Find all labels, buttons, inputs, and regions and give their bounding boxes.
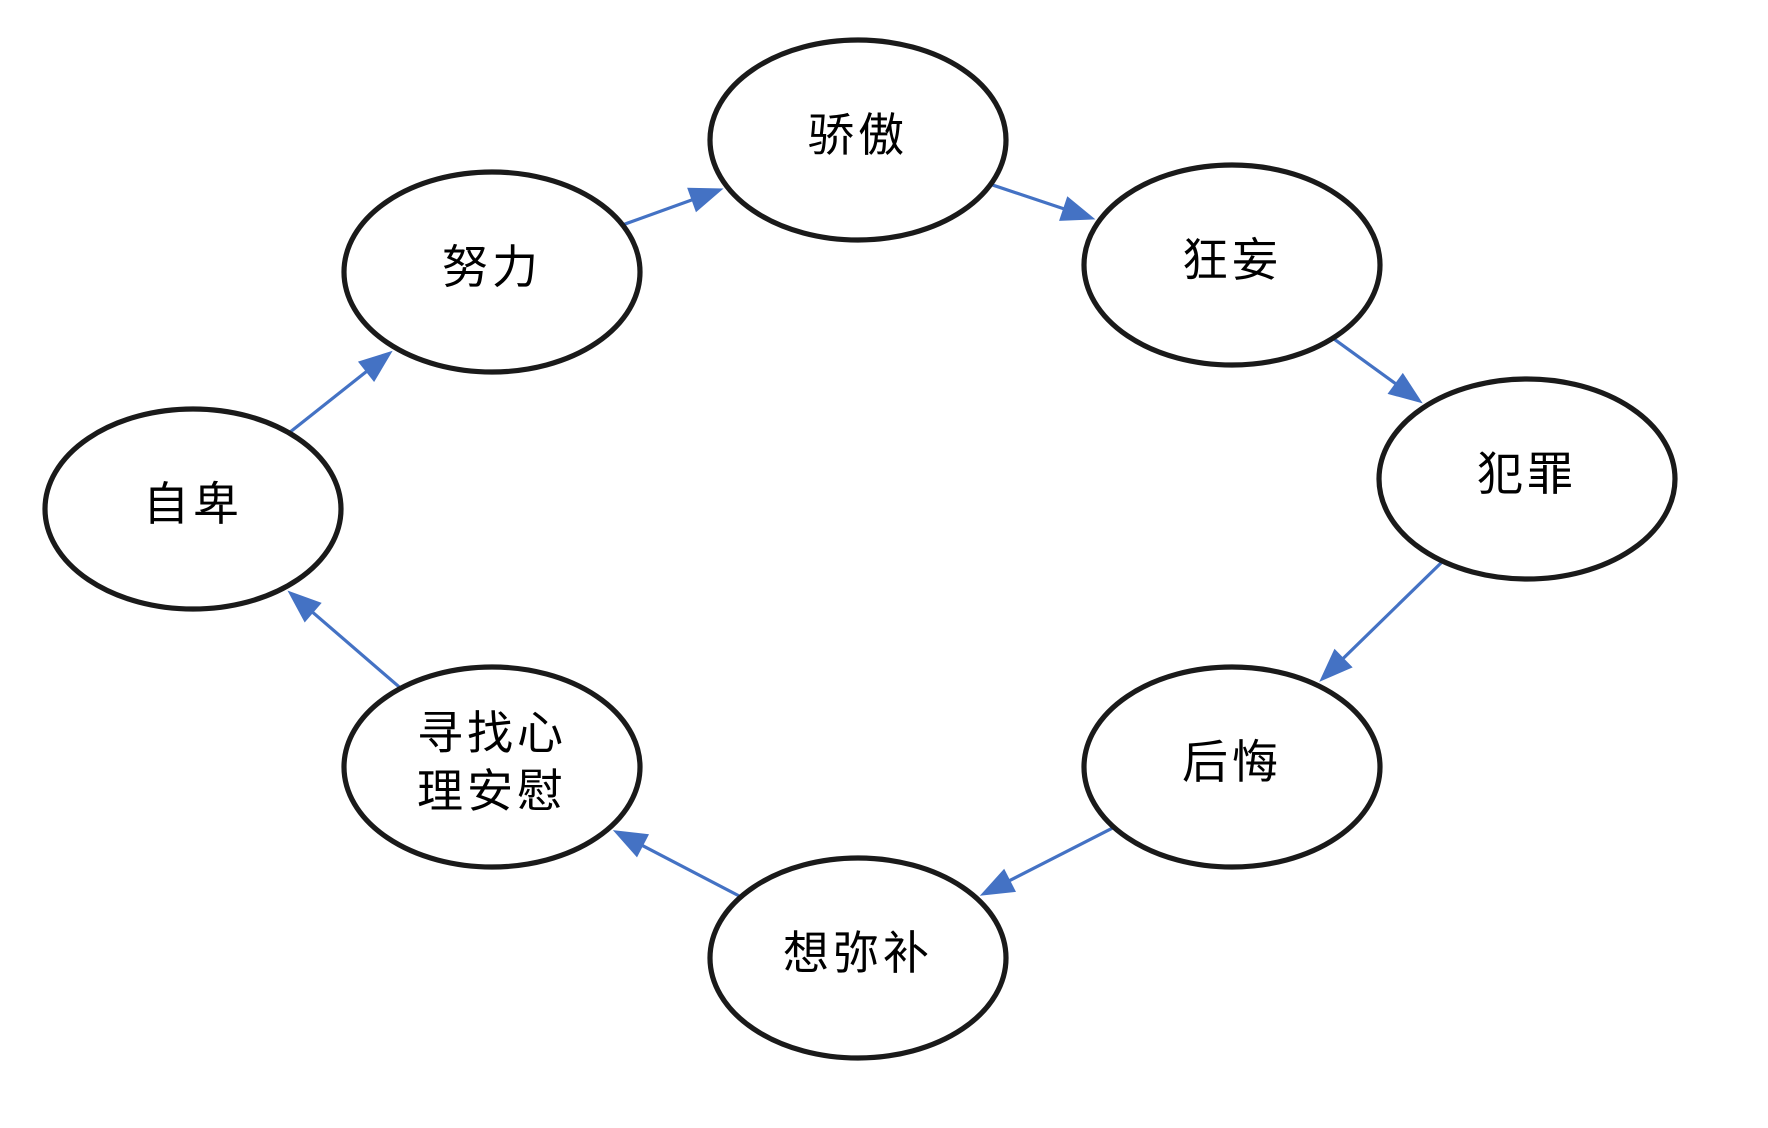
node-shape[interactable] (1081, 162, 1383, 368)
edge-xunzhaoxinli-to-zibei (287, 590, 401, 689)
node-shape[interactable] (707, 855, 1009, 1061)
node-zibei[interactable]: 自卑 (42, 406, 344, 612)
edge-kuangwang-to-fanzui (1332, 337, 1423, 404)
edge-fanzui-to-houhui (1319, 560, 1444, 682)
node-label: 寻找心理安慰 (417, 708, 567, 817)
edge-jiaoao-to-kuangwang (991, 183, 1096, 221)
node-label: 自卑 (143, 479, 243, 530)
node-xiangmibu[interactable]: 想弥补 (707, 855, 1009, 1061)
edge-line (1004, 826, 1114, 885)
arrowhead-icon (1059, 196, 1096, 221)
node-jiaoao[interactable]: 骄傲 (707, 37, 1009, 243)
arrowhead-icon (687, 187, 724, 213)
node-fanzui[interactable]: 犯罪 (1376, 376, 1678, 582)
arrowhead-icon (287, 590, 322, 623)
node-houhui[interactable]: 后悔 (1081, 664, 1383, 870)
arrowhead-icon (1387, 372, 1423, 404)
arrowhead-icon (357, 350, 393, 383)
edge-line (622, 196, 698, 227)
edge-line (307, 607, 401, 689)
edge-houhui-to-xiangmibu (979, 826, 1114, 896)
node-shape[interactable] (341, 169, 643, 375)
node-xunzhaoxinli[interactable]: 寻找心理安慰 (341, 664, 643, 870)
node-shape[interactable] (1081, 664, 1383, 870)
edge-xiangmibu-to-xunzhaoxinli (612, 830, 741, 898)
node-shape[interactable] (1376, 376, 1678, 582)
node-label: 想弥补 (783, 928, 933, 979)
edge-zibei-to-nuli (288, 350, 393, 434)
arrowhead-icon (979, 868, 1016, 896)
node-label: 努力 (442, 242, 542, 293)
arrowhead-icon (1319, 648, 1353, 682)
node-nuli[interactable]: 努力 (341, 169, 643, 375)
edge-layer (287, 183, 1444, 898)
node-label: 狂妄 (1182, 235, 1282, 286)
node-label: 骄傲 (808, 110, 908, 161)
node-shape[interactable] (42, 406, 344, 612)
edge-line (636, 841, 741, 898)
node-shape[interactable] (341, 664, 643, 870)
edge-line (288, 366, 372, 434)
node-label: 犯罪 (1477, 449, 1577, 500)
node-shape[interactable] (707, 37, 1009, 243)
edge-line (991, 183, 1070, 212)
edge-line (1332, 337, 1401, 389)
arrowhead-icon (612, 830, 650, 858)
node-kuangwang[interactable]: 狂妄 (1081, 162, 1383, 368)
edge-line (1338, 560, 1444, 664)
node-label: 后悔 (1182, 737, 1282, 788)
edge-nuli-to-jiaoao (622, 187, 724, 227)
